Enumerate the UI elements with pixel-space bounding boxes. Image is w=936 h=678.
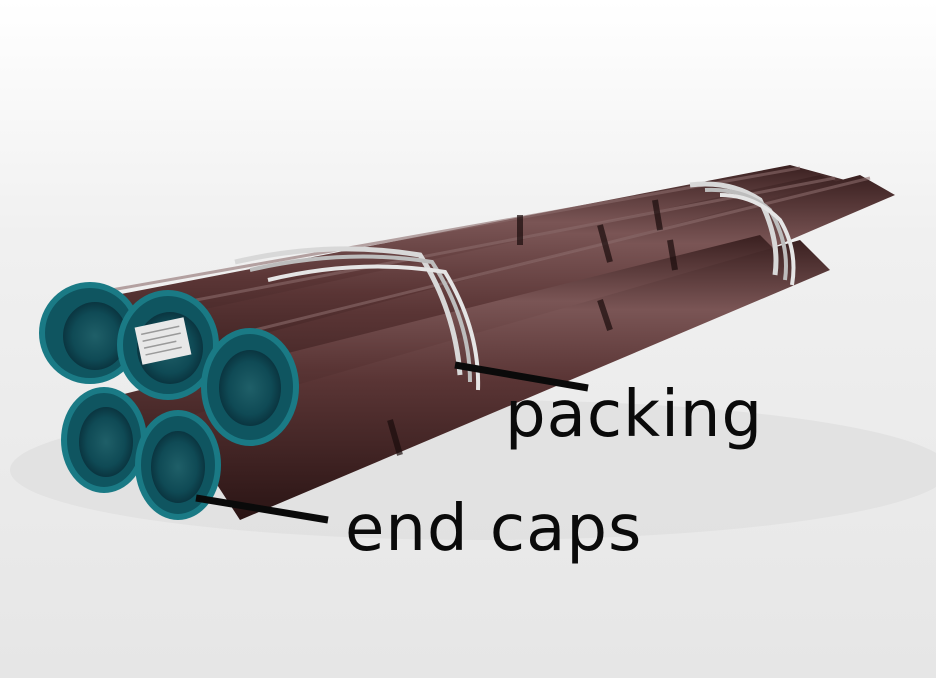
packing-callout-line: [454, 361, 589, 392]
end-caps-label: end caps: [345, 492, 643, 566]
end-caps-callout-line: [195, 494, 329, 524]
packing-label: packing: [505, 378, 764, 452]
packing-straps: [234, 181, 796, 391]
end-caps: [39, 282, 299, 520]
